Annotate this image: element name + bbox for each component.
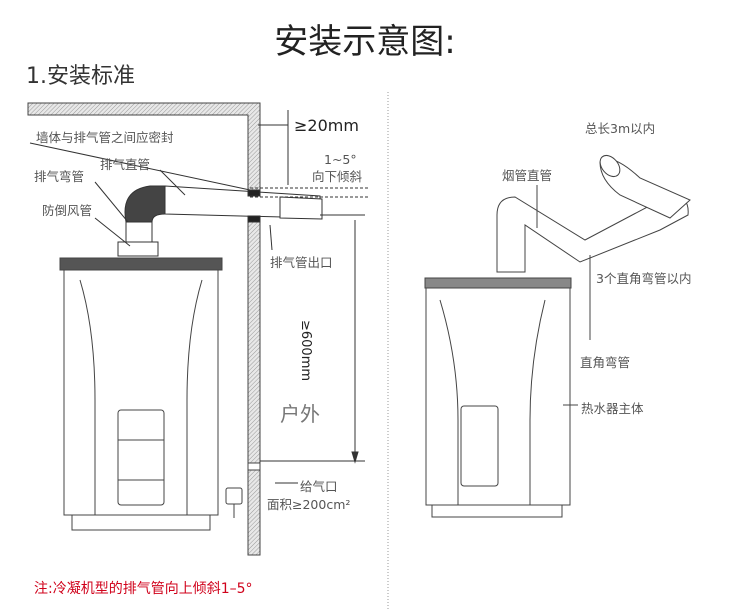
wall — [27, 102, 261, 556]
label-outdoor: 户外 — [280, 402, 320, 426]
label-right-angle-elbow: 直角弯管 — [580, 355, 631, 370]
left-heater — [59, 257, 243, 531]
label-air-inlet: 给气口 — [300, 479, 338, 494]
left-flue — [29, 110, 370, 484]
condensing-note: 注:冷凝机型的排气管向上倾斜1–5° — [34, 581, 253, 597]
label-clearance: ≥20mm — [294, 116, 359, 135]
label-elbow-limit: 3个直角弯管以内 — [596, 271, 692, 286]
label-anti-backdraft: 防倒风管 — [42, 203, 93, 218]
label-air-inlet-area: 面积≥200cm² — [267, 497, 351, 512]
right-heater — [424, 277, 578, 518]
label-height: ≥600mm — [298, 320, 313, 382]
label-slope: 1~5° — [324, 152, 357, 167]
label-elbow-pipe: 排气弯管 — [34, 169, 85, 184]
section-title: 1.安装标准 — [26, 64, 135, 89]
label-flue-straight: 烟管直管 — [502, 168, 553, 183]
page-title: 安装示意图: — [274, 22, 456, 62]
label-outlet: 排气管出口 — [270, 255, 333, 270]
right-flue — [496, 154, 691, 340]
label-total-length: 总长3m以内 — [585, 121, 656, 136]
label-seal: 墙体与排气管之间应密封 — [36, 130, 174, 145]
label-heater-body: 热水器主体 — [581, 401, 644, 416]
label-slope-direction: 向下倾斜 — [312, 169, 363, 184]
label-straight-pipe: 排气直管 — [100, 157, 151, 172]
